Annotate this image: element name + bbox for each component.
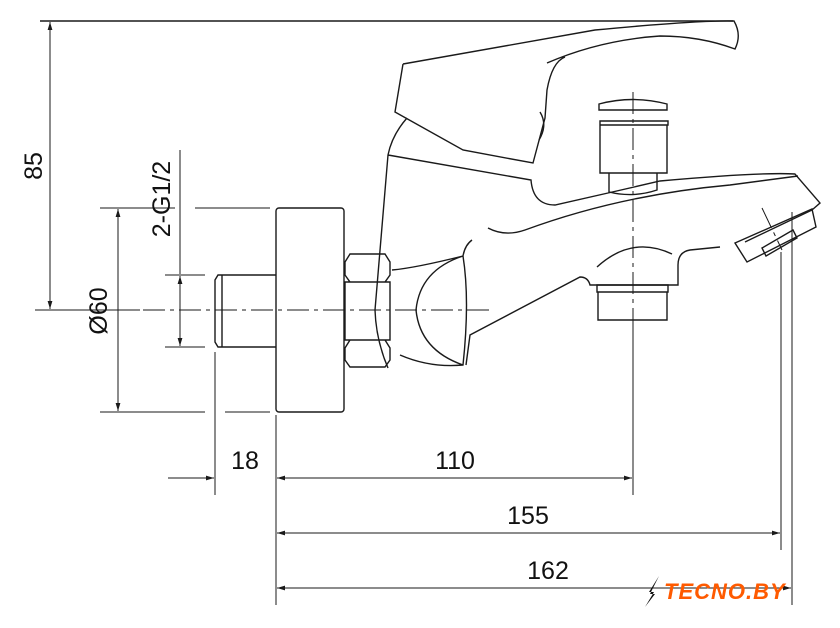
handle-bell xyxy=(391,239,673,367)
diverter-outlet xyxy=(596,284,669,321)
outlet-offset-label: 110 xyxy=(435,447,475,475)
diameter-label: Ø60 xyxy=(85,287,113,334)
extension-lines xyxy=(40,207,793,605)
tecno-by-logo: TECNO.BY xyxy=(645,576,787,607)
hex-nut xyxy=(344,253,391,368)
escutcheon xyxy=(275,207,345,413)
lever-handle xyxy=(394,20,739,164)
nozzle-centerline xyxy=(761,207,783,251)
thread-label: 2-G1/2 xyxy=(148,161,176,237)
aerator xyxy=(733,208,817,263)
threaded-connector xyxy=(214,274,276,348)
total-reach-label: 162 xyxy=(527,557,569,585)
thread-length-label: 18 xyxy=(231,447,259,475)
height-label: 85 xyxy=(20,152,48,180)
logo-text: TECNO.BY xyxy=(664,579,787,604)
cartridge-cap xyxy=(598,98,669,196)
spout-reach-label: 155 xyxy=(507,502,549,530)
body xyxy=(374,117,609,369)
lightning-icon xyxy=(645,576,659,607)
spout xyxy=(465,172,821,366)
faucet xyxy=(40,20,821,413)
lever-pin xyxy=(538,111,545,141)
